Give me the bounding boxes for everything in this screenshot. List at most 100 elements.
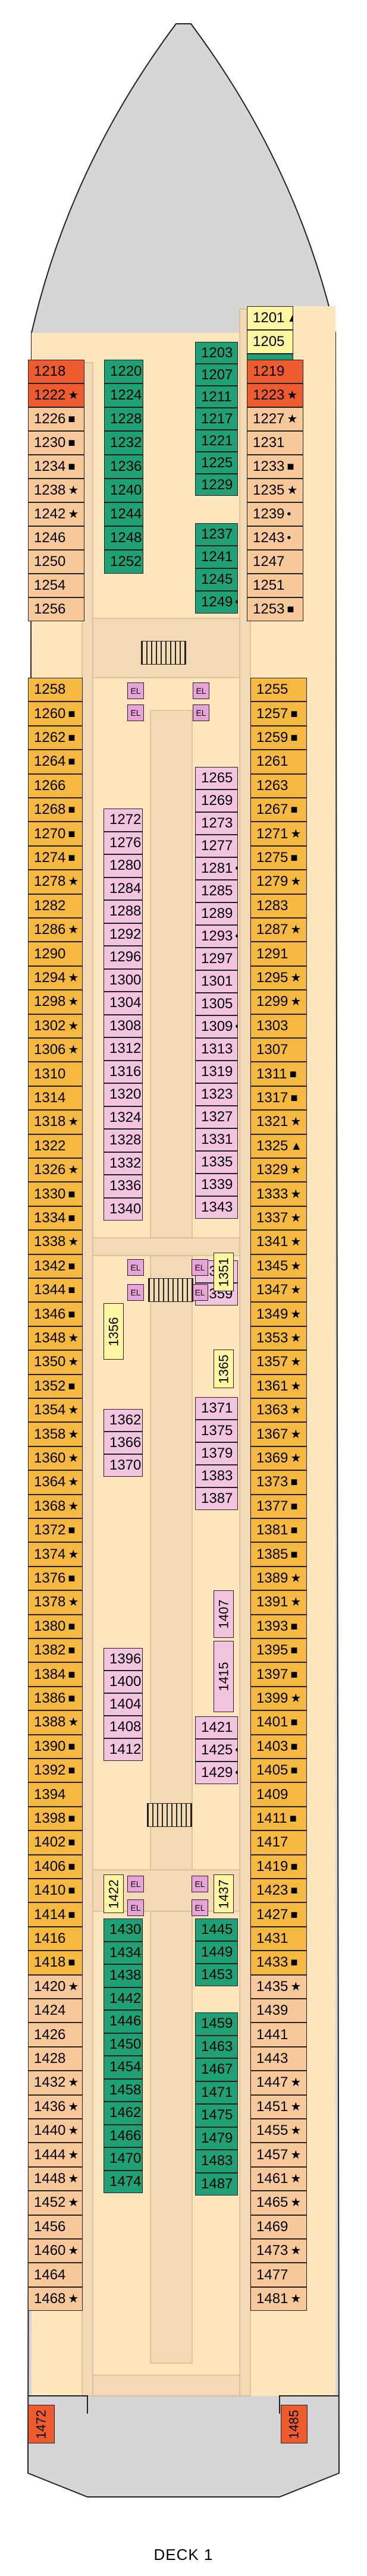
cabin-1430[interactable]: 1430 xyxy=(103,1918,143,1942)
cabin-1397[interactable]: 1397■ xyxy=(250,1662,307,1687)
cabin-1203[interactable]: 1203 xyxy=(195,342,238,364)
cabin-1363[interactable]: 1363★ xyxy=(250,1398,307,1423)
cabin-1320[interactable]: 1320 xyxy=(103,1083,143,1106)
cabin-1426[interactable]: 1426 xyxy=(28,2023,83,2047)
cabin-1243[interactable]: 1243• xyxy=(247,526,303,550)
cabin-1274[interactable]: 1274■ xyxy=(28,845,83,870)
cabin-1305[interactable]: 1305 xyxy=(195,993,238,1015)
cabin-1369[interactable]: 1369★ xyxy=(250,1446,307,1471)
cabin-1312[interactable]: 1312• xyxy=(103,1037,143,1061)
cabin-1464[interactable]: 1464 xyxy=(28,2263,83,2287)
cabin-1351[interactable]: 1351 xyxy=(214,1253,234,1291)
cabin-1337[interactable]: 1337★ xyxy=(250,1206,307,1231)
cabin-1319[interactable]: 1319 xyxy=(195,1061,238,1083)
cabin-1223[interactable]: 1223★ xyxy=(247,383,303,407)
cabin-1310[interactable]: 1310 xyxy=(28,1062,83,1086)
cabin-1348[interactable]: 1348★ xyxy=(28,1326,83,1351)
cabin-1322[interactable]: 1322 xyxy=(28,1134,83,1158)
cabin-1244[interactable]: 1244 xyxy=(104,502,143,526)
cabin-1411[interactable]: 1411■ xyxy=(250,1806,307,1831)
cabin-1421[interactable]: 1421 xyxy=(195,1716,238,1739)
cabin-1463[interactable]: 1463 xyxy=(195,2035,238,2058)
cabin-1362[interactable]: 1362 xyxy=(103,1409,143,1432)
cabin-1371[interactable]: 1371 xyxy=(195,1397,238,1420)
cabin-1446[interactable]: 1446 xyxy=(103,2010,143,2033)
cabin-1376[interactable]: 1376■ xyxy=(28,1566,83,1591)
cabin-1242[interactable]: 1242★ xyxy=(28,502,84,526)
cabin-1431[interactable]: 1431 xyxy=(250,1926,307,1951)
cabin-1327[interactable]: 1327 xyxy=(195,1106,238,1128)
cabin-1272[interactable]: 1272 xyxy=(103,809,143,832)
cabin-1470[interactable]: 1470 xyxy=(103,2147,143,2171)
cabin-1205[interactable]: 1205 xyxy=(247,330,293,354)
cabin-1448[interactable]: 1448★ xyxy=(28,2166,83,2191)
cabin-1365[interactable]: 1365 xyxy=(214,1350,234,1388)
cabin-1401[interactable]: 1401■ xyxy=(250,1710,307,1735)
cabin-1402[interactable]: 1402■ xyxy=(28,1830,83,1855)
cabin-1356[interactable]: 1356 xyxy=(103,1303,124,1360)
cabin-1219[interactable]: 1219 xyxy=(247,360,303,383)
cabin-1379[interactable]: 1379 xyxy=(195,1442,238,1465)
cabin-1207[interactable]: 1207 xyxy=(195,364,238,386)
cabin-1434[interactable]: 1434 xyxy=(103,1941,143,1964)
cabin-1386[interactable]: 1386■ xyxy=(28,1686,83,1711)
cabin-1344[interactable]: 1344■ xyxy=(28,1278,83,1303)
cabin-1321[interactable]: 1321★ xyxy=(250,1110,307,1134)
cabin-1230[interactable]: 1230■ xyxy=(28,431,84,455)
cabin-1375[interactable]: 1375 xyxy=(195,1420,238,1442)
cabin-1316[interactable]: 1316 xyxy=(103,1060,143,1083)
cabin-1318[interactable]: 1318★ xyxy=(28,1110,83,1134)
cabin-1389[interactable]: 1389★ xyxy=(250,1566,307,1591)
cabin-1435[interactable]: 1435★ xyxy=(250,1974,307,1999)
cabin-1364[interactable]: 1364★ xyxy=(28,1470,83,1495)
cabin-1289[interactable]: 1289 xyxy=(195,902,238,925)
cabin-1394[interactable]: 1394 xyxy=(28,1782,83,1807)
cabin-1329[interactable]: 1329★ xyxy=(250,1158,307,1182)
cabin-1479[interactable]: 1479 xyxy=(195,2127,238,2150)
cabin-1284[interactable]: 1284 xyxy=(103,877,143,900)
cabin-1361[interactable]: 1361★ xyxy=(250,1374,307,1398)
cabin-1224[interactable]: 1224 xyxy=(104,383,143,407)
cabin-1335[interactable]: 1335 xyxy=(195,1151,238,1174)
cabin-1331[interactable]: 1331 xyxy=(195,1128,238,1151)
cabin-1309[interactable]: 1309• xyxy=(195,1015,238,1038)
cabin-1263[interactable]: 1263 xyxy=(250,773,307,798)
cabin-1449[interactable]: 1449 xyxy=(195,1941,238,1964)
cabin-1400[interactable]: 1400 xyxy=(103,1671,143,1693)
cabin-1350[interactable]: 1350★ xyxy=(28,1350,83,1375)
cabin-1425[interactable]: 1425• xyxy=(195,1739,238,1762)
cabin-1239[interactable]: 1239• xyxy=(247,502,303,526)
cabin-1485[interactable]: 1485 xyxy=(281,2405,308,2443)
cabin-1360[interactable]: 1360★ xyxy=(28,1446,83,1471)
cabin-1291[interactable]: 1291 xyxy=(250,942,307,966)
cabin-1300[interactable]: 1300 xyxy=(103,968,143,992)
cabin-1374[interactable]: 1374★ xyxy=(28,1542,83,1567)
cabin-1332[interactable]: 1332 xyxy=(103,1152,143,1175)
cabin-1268[interactable]: 1268■ xyxy=(28,798,83,822)
cabin-1477[interactable]: 1477 xyxy=(250,2263,307,2287)
cabin-1383[interactable]: 1383 xyxy=(195,1465,238,1487)
cabin-1334[interactable]: 1334■ xyxy=(28,1206,83,1231)
cabin-1345[interactable]: 1345★ xyxy=(250,1254,307,1278)
cabin-1387[interactable]: 1387 xyxy=(195,1487,238,1510)
cabin-1407[interactable]: 1407 xyxy=(214,1590,234,1638)
cabin-1419[interactable]: 1419■ xyxy=(250,1854,307,1879)
cabin-1405[interactable]: 1405■ xyxy=(250,1759,307,1783)
cabin-1220[interactable]: 1220• xyxy=(104,360,143,383)
cabin-1378[interactable]: 1378★ xyxy=(28,1590,83,1615)
cabin-1333[interactable]: 1333★ xyxy=(250,1182,307,1206)
cabin-1336[interactable]: 1336 xyxy=(103,1175,143,1198)
cabin-1303[interactable]: 1303 xyxy=(250,1014,307,1038)
cabin-1439[interactable]: 1439 xyxy=(250,1999,307,2023)
cabin-1297[interactable]: 1297 xyxy=(195,948,238,970)
cabin-1290[interactable]: 1290 xyxy=(28,942,83,966)
cabin-1427[interactable]: 1427■ xyxy=(250,1902,307,1927)
cabin-1366[interactable]: 1366 xyxy=(103,1432,143,1454)
cabin-1453[interactable]: 1453 xyxy=(195,1964,238,1986)
cabin-1393[interactable]: 1393■ xyxy=(250,1614,307,1638)
cabin-1339[interactable]: 1339 xyxy=(195,1174,238,1196)
cabin-1259[interactable]: 1259■ xyxy=(250,725,307,750)
cabin-1247[interactable]: 1247 xyxy=(247,550,303,574)
cabin-1252[interactable]: 1252• xyxy=(104,550,143,574)
cabin-1294[interactable]: 1294★ xyxy=(28,965,83,990)
